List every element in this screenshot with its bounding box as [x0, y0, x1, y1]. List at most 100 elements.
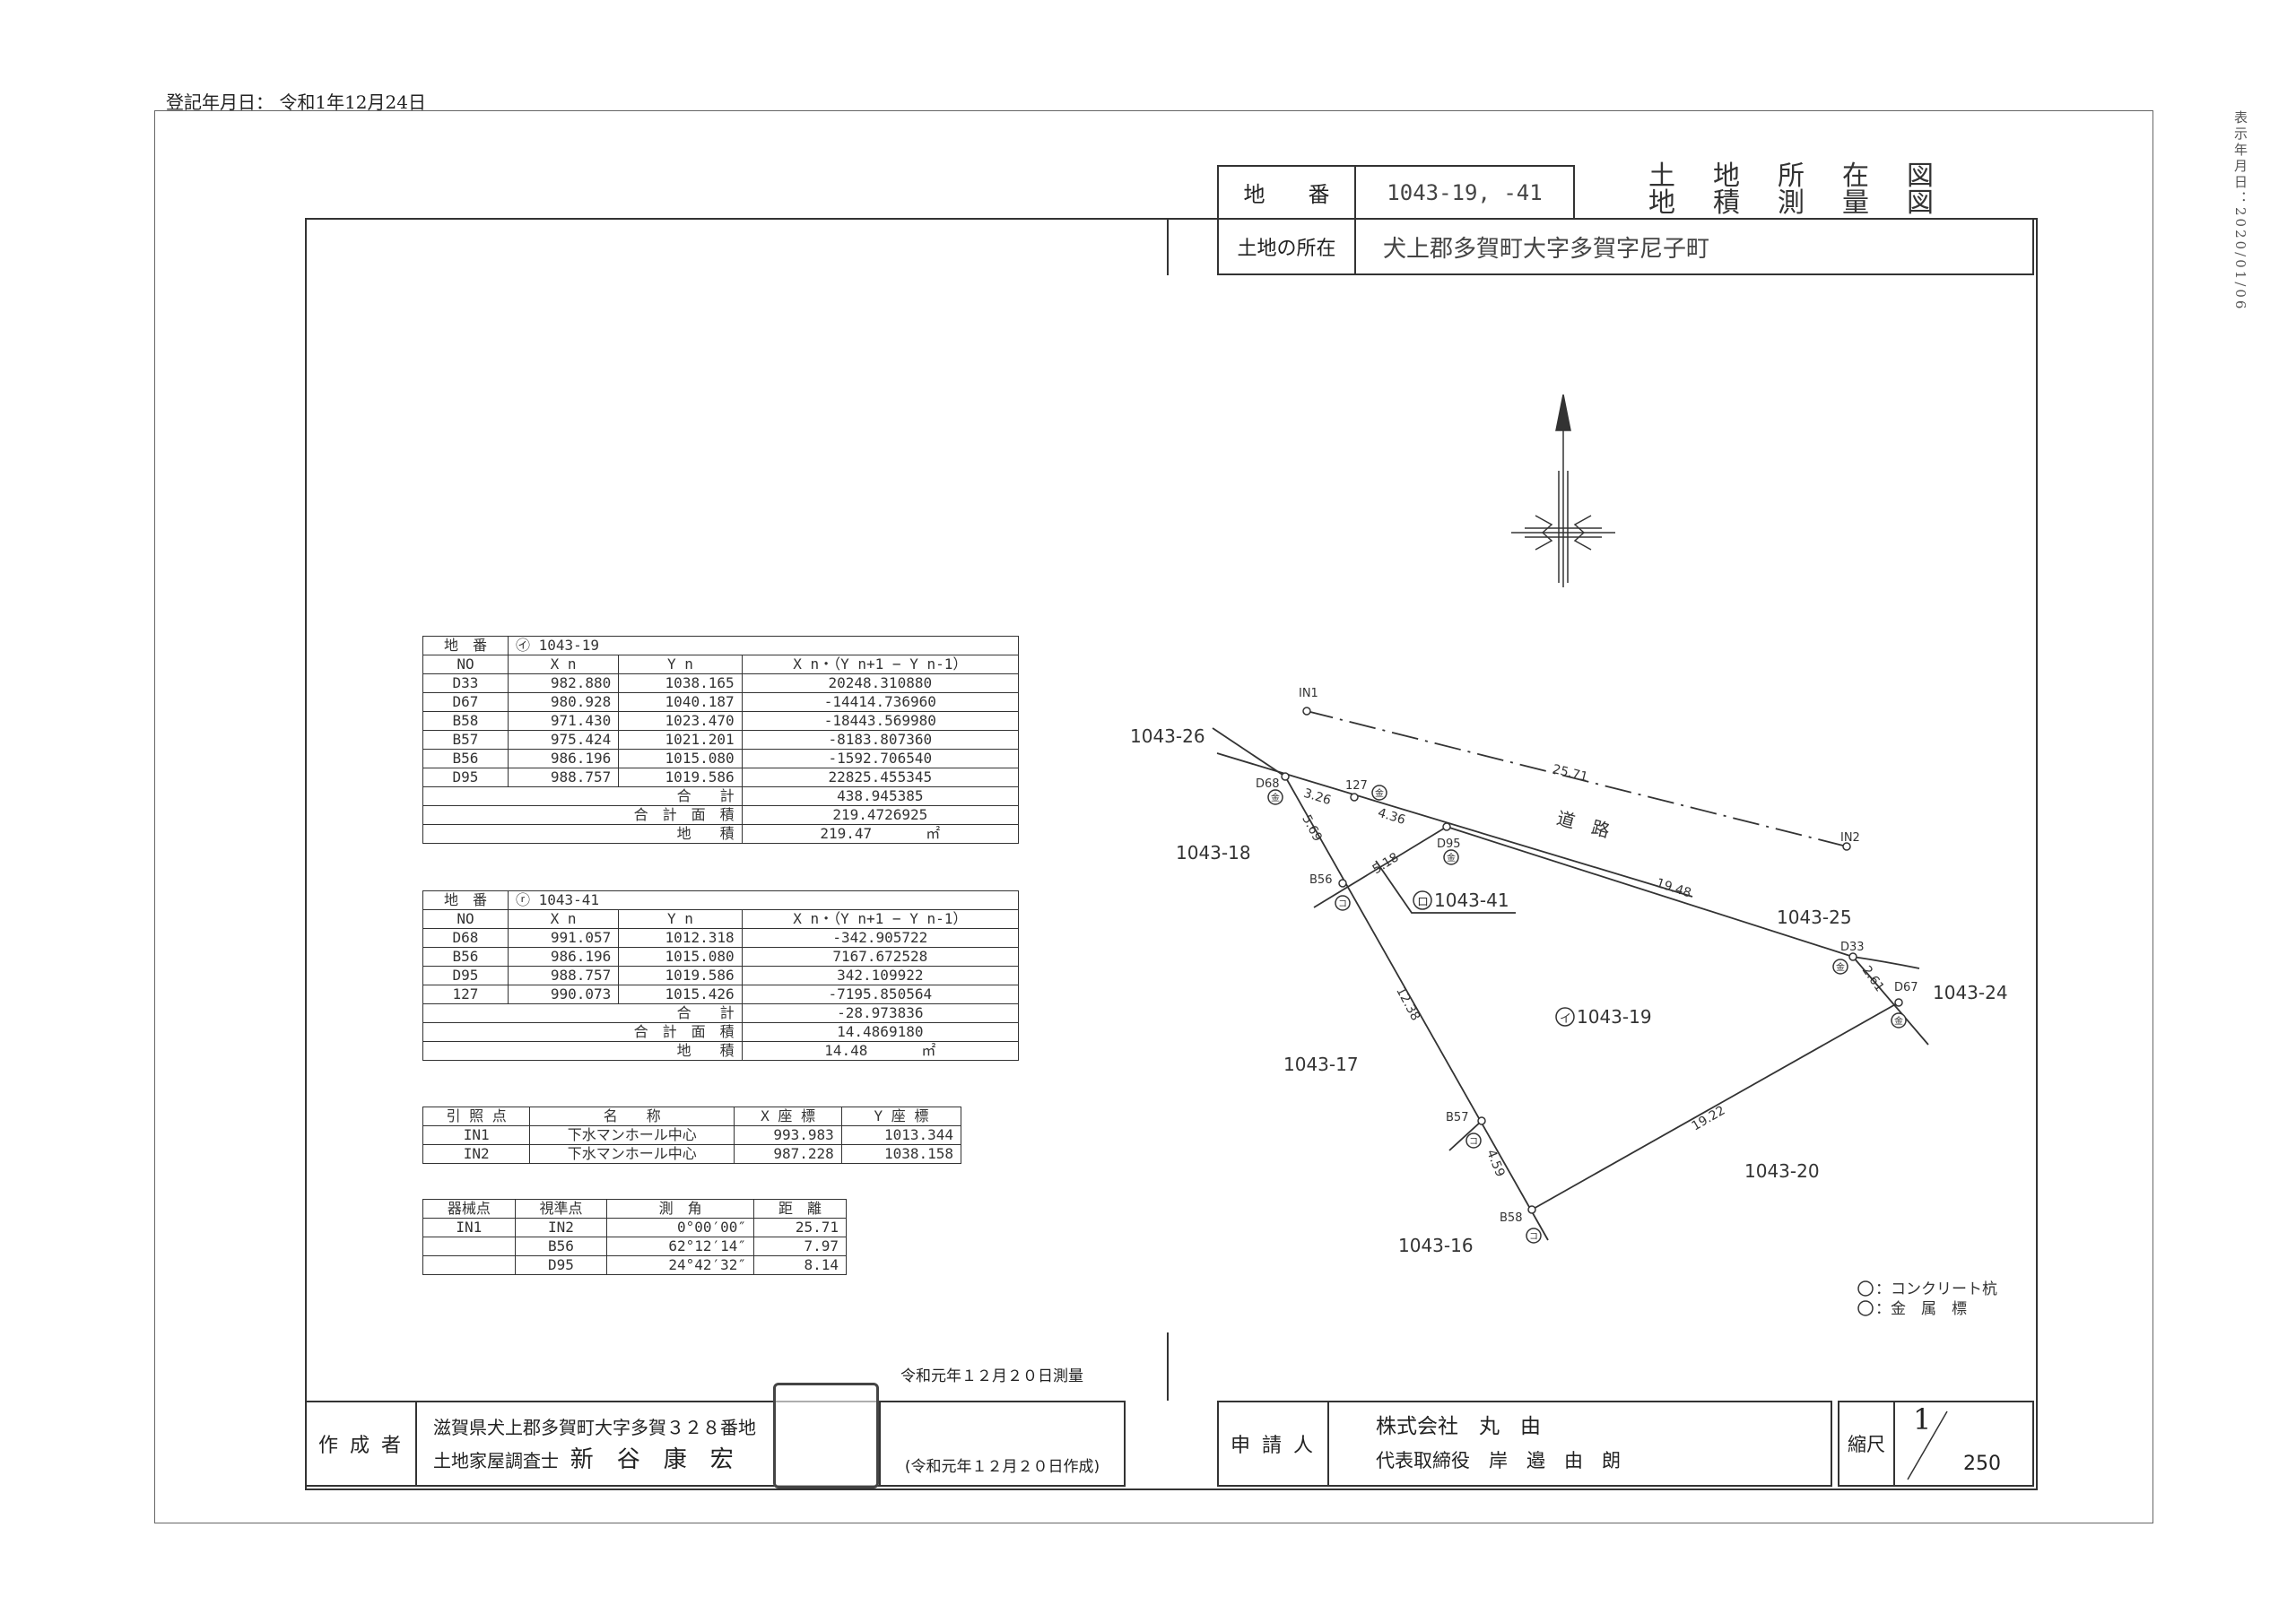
chiban-label-cell: 地 番	[1217, 165, 1356, 220]
table-cell: 1023.470	[618, 711, 743, 731]
distance-label: 5.18	[1370, 850, 1402, 877]
point-labels: IN1 IN2 D68 127 D95 B56 D33 D67 B57 B58	[1256, 687, 1918, 1225]
distance-label: 12.38	[1393, 985, 1422, 1023]
boundary-point-icon	[1527, 1205, 1536, 1214]
point-label-d68: D68	[1256, 777, 1280, 791]
table-cell: D95	[422, 966, 509, 985]
location-value-cell: 犬上郡多賀町大字多賀字尼子町	[1354, 218, 2034, 275]
parcel-label: 1043-17	[1283, 1054, 1359, 1075]
distance-label: 3.26	[1301, 786, 1333, 808]
table-cell: IN1	[422, 1125, 531, 1145]
road-label: 道 路	[1554, 807, 1612, 842]
point-label-in2: IN2	[1840, 831, 1860, 845]
scale-value-cell: 1 250	[1893, 1401, 2034, 1487]
table-cell: 24°42′32″	[606, 1255, 755, 1275]
circle-ro-icon	[1413, 890, 1432, 910]
column-header: 距 離	[753, 1199, 847, 1219]
applicant-label-cell: 申 請 人	[1217, 1401, 1329, 1487]
sum-row: 合 計-28.973836	[422, 1003, 1020, 1023]
boundary-lines	[1212, 710, 1929, 1241]
boundary-point-icon	[1350, 793, 1359, 802]
concrete-marker-icon	[1526, 1228, 1542, 1244]
chiban-value-cell: 1043-19, -41	[1354, 165, 1575, 220]
circle-i-icon	[1555, 1007, 1575, 1027]
created-date-cell: (令和元年１２月２０日作成)	[879, 1401, 1126, 1487]
parcel-mark-ro: ロ	[1417, 896, 1429, 909]
parcel-label: 1043-16	[1398, 1235, 1474, 1256]
table-cell: 991.057	[507, 928, 620, 948]
creator-label-cell: 作 成 者	[305, 1401, 417, 1487]
creator-title: 土地家屋調査士	[433, 1449, 559, 1471]
metal-marker-icon	[1857, 1300, 1874, 1316]
table-cell: B57	[422, 730, 509, 750]
distance-label: 2.61	[1859, 963, 1887, 994]
table-cell: 971.430	[507, 711, 620, 731]
drawing-frame	[305, 218, 2038, 1490]
boundary-points: 金金金コ金金ココ	[1267, 707, 1907, 1244]
table-cell: 1015.080	[618, 749, 743, 768]
reference-line-in1-in2	[1306, 710, 1848, 847]
table-cell: IN2	[422, 1144, 531, 1164]
table-cell: 下水マンホール中心	[529, 1144, 735, 1164]
header-row: 器械点視準点測 角距 離	[422, 1199, 847, 1219]
table-cell: 7167.672528	[741, 947, 1020, 967]
boundary-b57-ext	[1448, 1120, 1483, 1151]
applicant-representative: 代表取締役 岸 邉 由 朗	[1376, 1450, 1621, 1471]
concrete-marker-icon	[1465, 1133, 1482, 1149]
point-label-b57: B57	[1446, 1111, 1468, 1124]
metal-marker-icon	[1267, 789, 1283, 805]
parcel-label: 1043-18	[1176, 842, 1251, 864]
distance-label: 5.69	[1299, 812, 1325, 844]
parcel-label: 1043-25	[1777, 907, 1852, 928]
point-label-d95: D95	[1437, 838, 1461, 851]
table-cell: IN1	[422, 1218, 516, 1237]
location-value: 犬上郡多賀町大字多賀字尼子町	[1383, 235, 1710, 263]
legend: ：コンクリート杭 ：金 属 標	[1857, 1280, 1997, 1318]
divider-line	[1167, 1332, 1169, 1401]
boundary-d68-b58	[1284, 776, 1549, 1241]
point-label-in1: IN1	[1299, 687, 1318, 700]
distance-label: 19.22	[1690, 1104, 1728, 1134]
metal-marker-glyph: 金	[1894, 1015, 1903, 1027]
metal-marker-glyph: 金	[1447, 852, 1456, 864]
table-cell: 1019.586	[618, 768, 743, 787]
metal-marker-icon	[1832, 959, 1848, 975]
table-cell: 22825.455345	[741, 768, 1020, 787]
outer-frame	[154, 110, 2153, 1523]
point-label-d33: D33	[1840, 941, 1865, 954]
location-label: 土地の所在	[1237, 238, 1336, 260]
concrete-marker-glyph: コ	[1529, 1232, 1538, 1242]
metal-marker-icon	[1891, 1012, 1907, 1028]
metal-marker-glyph: 金	[1375, 787, 1384, 799]
table-cell: 8.14	[753, 1255, 847, 1275]
concrete-marker-icon	[1857, 1280, 1874, 1297]
registration-date: 登記年月日： 令和1年12月24日	[166, 91, 426, 113]
area-label: 地 積	[422, 1041, 743, 1061]
column-header-product: X n・（Y n+1 − Y n-1）	[741, 909, 1020, 929]
chiban-label: 地 番	[422, 636, 509, 655]
chiban-row: 地 番㋑ 1043-19	[422, 636, 1020, 655]
metal-marker-glyph: 金	[1836, 961, 1845, 973]
scale-slash	[1907, 1410, 1948, 1480]
table-cell: 25.71	[753, 1218, 847, 1237]
table-cell: 1038.165	[618, 673, 743, 693]
table-cell: 1013.344	[840, 1125, 962, 1145]
point-label-127: 127	[1345, 779, 1368, 793]
area-unit: ㎡	[926, 825, 941, 842]
metal-marker-icon	[1371, 785, 1387, 801]
column-header: Y 座 標	[840, 1107, 962, 1126]
area-value: 14.48	[824, 1042, 868, 1059]
boundary-d33-d67	[1852, 956, 1929, 1046]
